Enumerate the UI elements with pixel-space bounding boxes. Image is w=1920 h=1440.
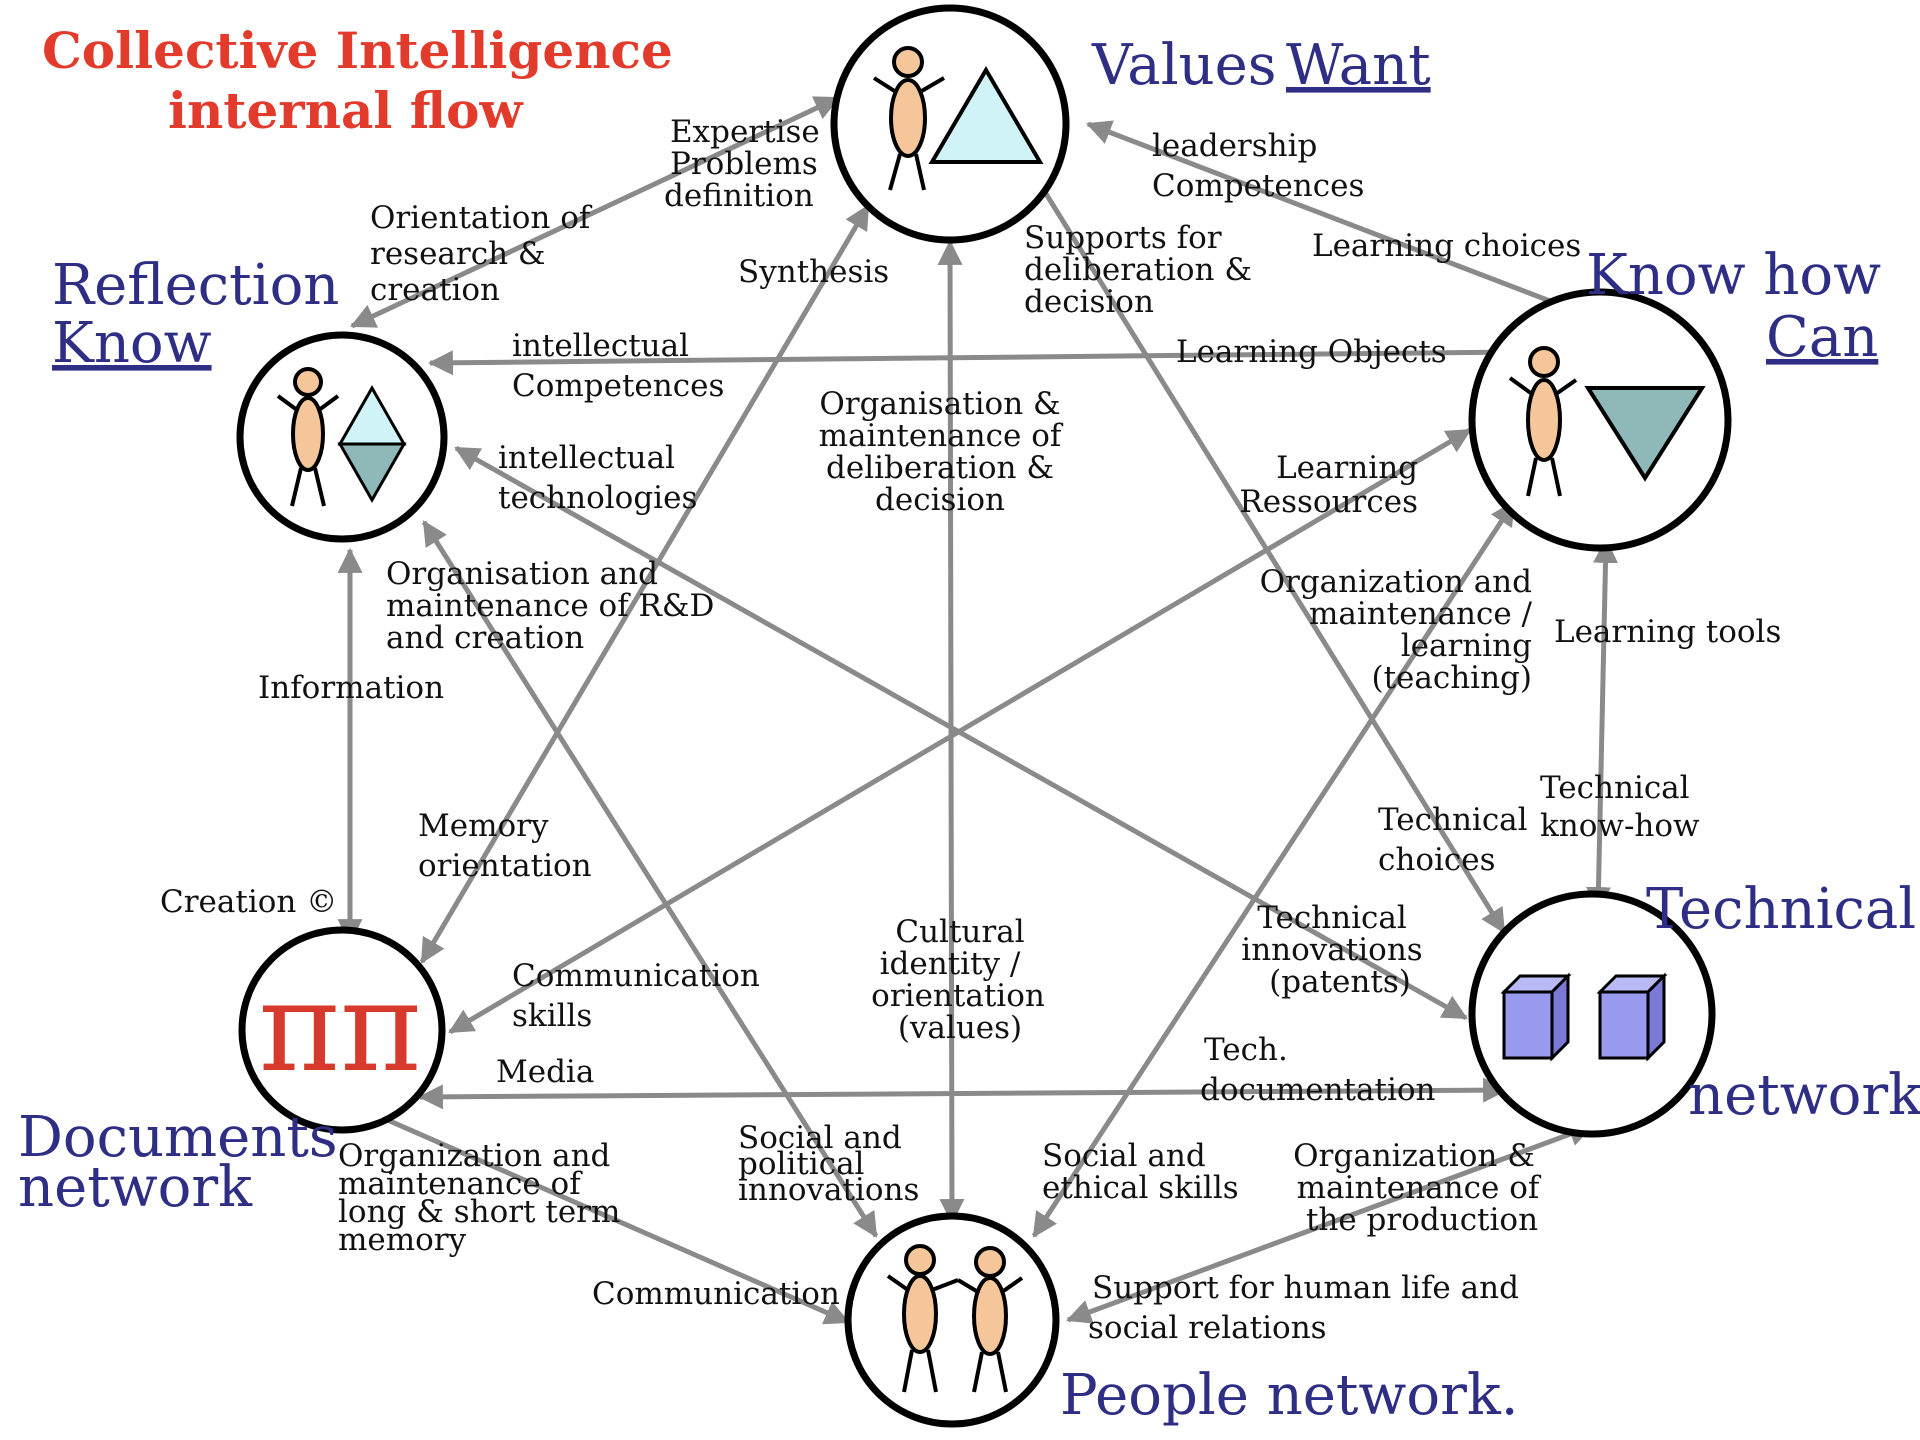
label-learning-choices: Learning choices bbox=[1312, 228, 1581, 264]
person-icon bbox=[886, 1244, 959, 1393]
people-name: People network. bbox=[1060, 1363, 1519, 1428]
values-circle bbox=[830, 4, 1070, 244]
diagram-title: Collective Intelligence internal flow bbox=[42, 21, 673, 140]
cube-icon bbox=[1500, 972, 1572, 1062]
person-icon bbox=[872, 46, 946, 191]
title-line-2: internal flow bbox=[168, 81, 524, 140]
title-line-1: Collective Intelligence bbox=[42, 21, 673, 80]
cube-icon bbox=[1596, 972, 1668, 1062]
values-node bbox=[830, 4, 1070, 244]
arrow-knowhow-people bbox=[1031, 500, 1517, 1238]
person-icon bbox=[956, 1246, 1024, 1393]
label-synthesis: Synthesis bbox=[738, 254, 889, 290]
want-name: Want bbox=[1286, 33, 1431, 98]
label-learning-objects: Learning Objects bbox=[1176, 334, 1447, 370]
flow-arrows bbox=[337, 95, 1619, 1325]
label-learning-tools: Learning tools bbox=[1554, 614, 1781, 650]
knowhow-circle bbox=[1468, 288, 1732, 552]
pi-icon: ππ bbox=[259, 956, 422, 1100]
knowhow-name: Know how bbox=[1586, 243, 1881, 308]
technical-node bbox=[1468, 890, 1716, 1138]
reflection-circle bbox=[236, 331, 448, 543]
technical-name: Technical bbox=[1646, 877, 1916, 942]
reflection-node bbox=[236, 331, 448, 543]
knowhow-node bbox=[1468, 288, 1732, 552]
label-creation: Creation © bbox=[160, 884, 337, 920]
documents-name: Documents bbox=[18, 1105, 338, 1170]
documents-network-name: network bbox=[18, 1155, 253, 1220]
reflection-name: Reflection bbox=[52, 253, 339, 318]
know-name: Know bbox=[52, 311, 212, 376]
label-communication: Communication bbox=[592, 1276, 840, 1312]
node-names: Values Want Know how Can Reflection Know… bbox=[18, 33, 1920, 1428]
documents-node: ππ bbox=[238, 926, 446, 1134]
values-name: Values bbox=[1091, 33, 1277, 98]
people-node bbox=[844, 1212, 1060, 1428]
person-icon bbox=[276, 367, 340, 507]
technical-circle bbox=[1468, 890, 1716, 1138]
triangle-icon bbox=[928, 66, 1044, 164]
people-circle bbox=[844, 1212, 1060, 1428]
diamond-icon bbox=[337, 384, 407, 504]
label-tech-documentation: Tech.documentation bbox=[1200, 1032, 1436, 1108]
label-media: Media bbox=[496, 1054, 594, 1090]
inverted-triangle-icon bbox=[1584, 386, 1706, 482]
documents-circle bbox=[238, 926, 446, 1134]
person-icon bbox=[1508, 346, 1578, 497]
arrow-knowhow-technical bbox=[1585, 537, 1619, 913]
label-information: Information bbox=[258, 670, 444, 706]
technical-network-name: network bbox=[1688, 1063, 1920, 1128]
can-name: Can bbox=[1766, 305, 1878, 370]
